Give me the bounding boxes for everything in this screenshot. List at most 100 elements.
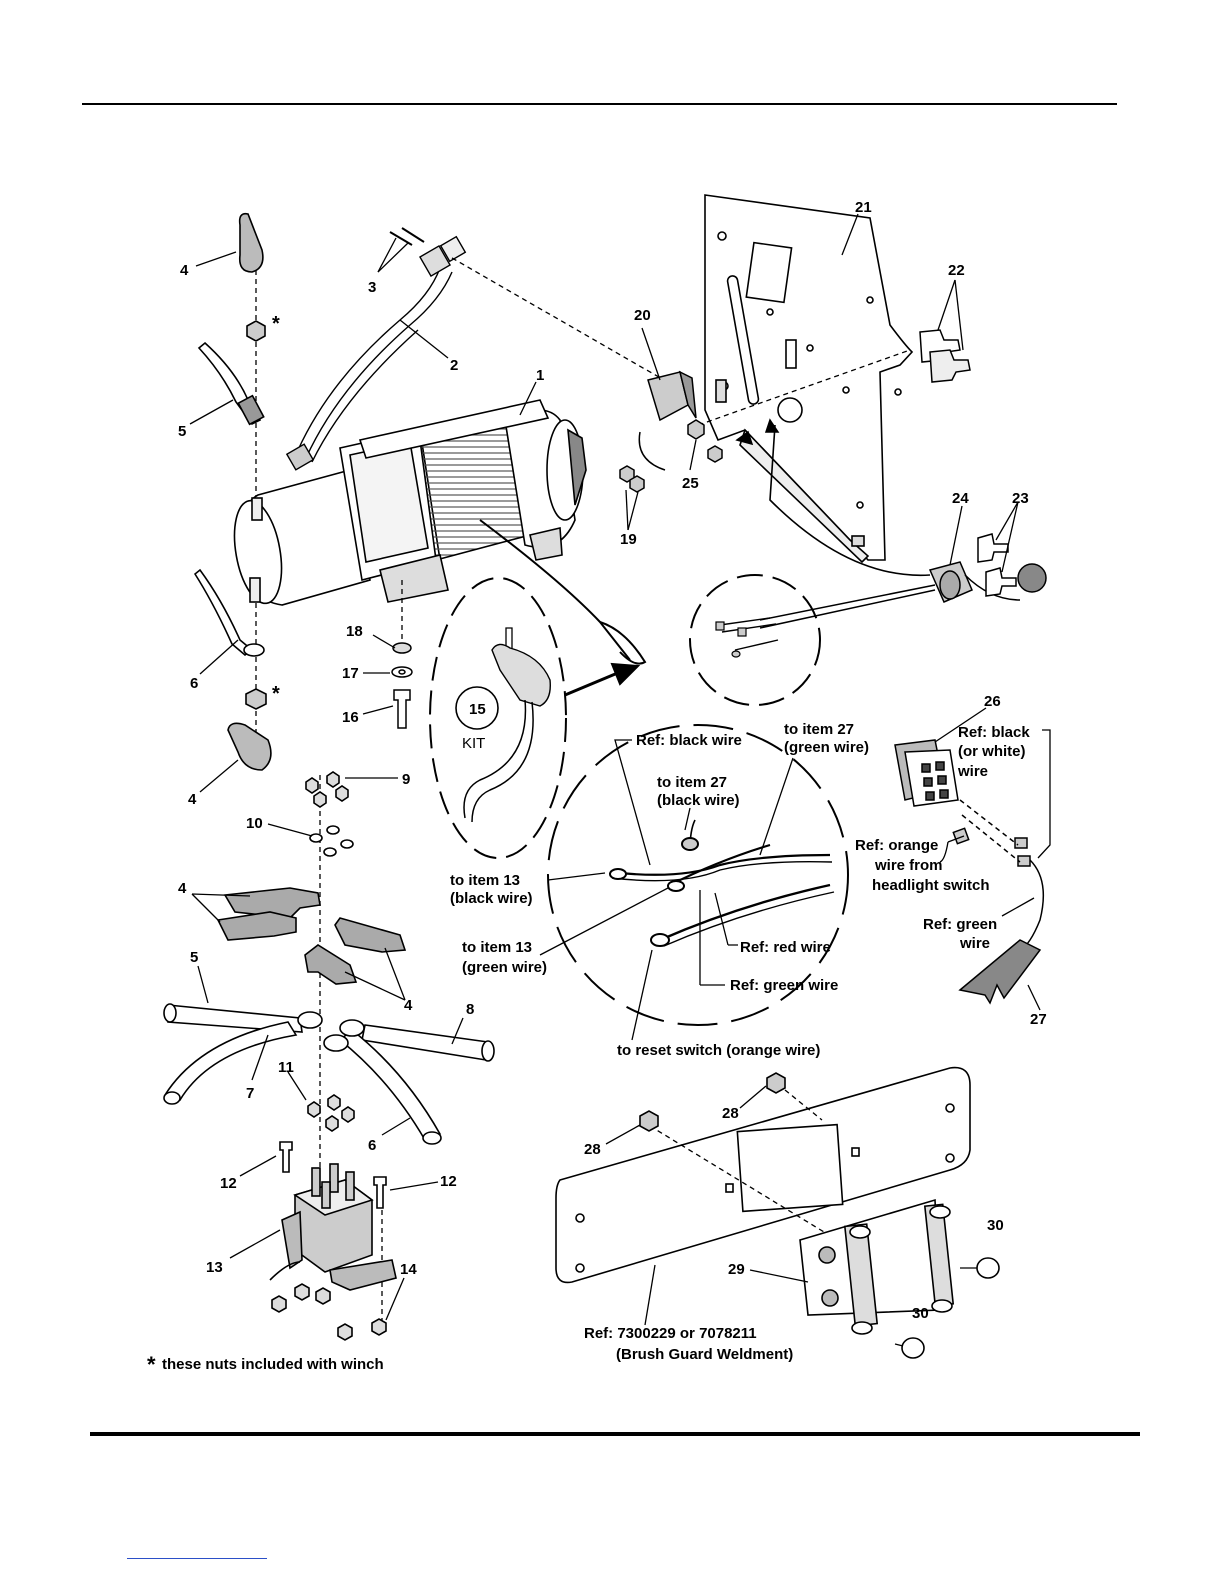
label-ref-green-right-1: Ref: green: [923, 916, 997, 933]
callout-27: 27: [1030, 1011, 1047, 1028]
callout-1: 1: [536, 367, 544, 384]
label-ref-orange-2: wire from: [874, 857, 943, 874]
bracket-20: [619, 370, 754, 493]
nut-group-11: [307, 1094, 355, 1132]
cable-7: [163, 1021, 298, 1101]
callout-25: 25: [682, 475, 699, 492]
nut-top: [246, 320, 266, 342]
callout-11: 11: [278, 1059, 294, 1076]
ring-terminals: [297, 1011, 365, 1052]
callout-22: 22: [948, 262, 965, 279]
cable-6-lower: [338, 1028, 442, 1141]
callout-28: 28: [722, 1105, 739, 1122]
callout-12: 12: [440, 1173, 457, 1190]
bolts-22: [919, 329, 971, 383]
bolt-12-left: [279, 1141, 293, 1173]
callout-19: 19: [620, 531, 637, 548]
label-ref-black-white-3: wire: [957, 763, 988, 780]
mounting-plate-21: [689, 194, 914, 564]
label-ref-orange-3: headlight switch: [872, 877, 990, 894]
footnote-star: *: [147, 1352, 156, 1377]
callout-7: 7: [246, 1085, 254, 1102]
top-rule: [82, 103, 1117, 105]
callout-5: 5: [190, 949, 198, 966]
label-to-item13-black-1: to item 13: [450, 872, 520, 889]
callout-15: 15: [469, 701, 486, 718]
wiring-harness-2: [285, 227, 691, 471]
wire-labels: Ref: black wire to item 27 (green wire) …: [147, 721, 1030, 1377]
label-ref-weldment-2: (Brush Guard Weldment): [616, 1346, 793, 1363]
callout-30: 30: [912, 1305, 929, 1322]
callout-24: 24: [952, 490, 969, 507]
callout-30: 30: [987, 1217, 1004, 1234]
label-to-item13-green-1: to item 13: [462, 939, 532, 956]
callout-23: 23: [1012, 490, 1029, 507]
callout-21: 21: [855, 199, 872, 216]
brush-guard-weldment: [555, 1066, 1000, 1359]
wire-detail-circle-main: [539, 724, 849, 1041]
winch-rope: [479, 519, 631, 661]
solenoid-13: [269, 1163, 397, 1291]
callout-6: 6: [368, 1137, 376, 1154]
label-ref-weldment-1: Ref: 7300229 or 7078211: [584, 1325, 757, 1342]
callout-16: 16: [342, 709, 359, 726]
kit-detail-15: [429, 577, 641, 859]
label-to-item13-black-2: (black wire): [450, 890, 533, 907]
winch-1: [233, 399, 647, 665]
callout-numbers: 4 * 3 2 1 5 6 * 4 18 17 16 15 KIT 9 10 4…: [178, 199, 1047, 1322]
bolt-12-right: [373, 1176, 387, 1209]
kit-label: KIT: [462, 735, 485, 752]
callout-26: 26: [984, 693, 1001, 710]
hardware-16-17-18: [391, 642, 413, 729]
label-to-item27-black-1: to item 27: [657, 774, 727, 791]
footnote-text: these nuts included with winch: [162, 1356, 384, 1373]
terminal-boot-top: [238, 212, 264, 273]
label-ref-black-wire: Ref: black wire: [636, 732, 742, 749]
label-ref-red-wire: Ref: red wire: [740, 939, 831, 956]
rocker-switch-26: [894, 729, 1051, 1011]
callout-4: 4: [188, 791, 197, 808]
label-ref-black-white-1: Ref: black: [958, 724, 1030, 741]
callout-18: 18: [346, 623, 363, 640]
bottom-rule: [90, 1432, 1140, 1436]
washer-group-10: [309, 825, 354, 857]
label-to-item27-black-2: (black wire): [657, 792, 740, 809]
label-to-reset-switch: to reset switch (orange wire): [617, 1042, 820, 1059]
label-ref-orange-1: Ref: orange: [855, 837, 938, 854]
terminal-boot-lower: [227, 722, 272, 771]
footer-link-underline: [127, 1558, 267, 1559]
nut-lower: [245, 688, 267, 710]
callout-8: 8: [466, 1001, 474, 1018]
callout-5: 5: [178, 423, 186, 440]
callout-14: 14: [400, 1261, 417, 1278]
callout-17: 17: [342, 665, 359, 682]
reset-switch-24: [759, 418, 1047, 629]
label-to-item27-green-2: (green wire): [784, 739, 869, 756]
label-to-item13-green-2: (green wire): [462, 959, 547, 976]
callout-leaders: [189, 213, 1019, 1326]
terminal-boots-group: [216, 887, 407, 985]
callout-2: 2: [450, 357, 458, 374]
callout-20: 20: [634, 307, 651, 324]
callout-10: 10: [246, 815, 263, 832]
left-assembly-column: [163, 212, 495, 1341]
callout-4: 4: [404, 997, 413, 1014]
wire-detail-circle-top: [689, 574, 821, 706]
cable-6-upper: [193, 568, 254, 657]
label-ref-green-right-2: wire: [959, 935, 990, 952]
nut-group-9: [305, 771, 349, 808]
callout-28: 28: [584, 1141, 601, 1158]
callout-4: 4: [180, 262, 189, 279]
callout-6: 6: [190, 675, 198, 692]
callout-star: *: [272, 313, 280, 335]
callout-12: 12: [220, 1175, 237, 1192]
callout-9: 9: [402, 771, 410, 788]
label-ref-green-wire: Ref: green wire: [730, 977, 838, 994]
nut-group-14: [271, 1283, 387, 1341]
callout-4: 4: [178, 880, 187, 897]
label-to-item27-green-1: to item 27: [784, 721, 854, 738]
callout-29: 29: [728, 1261, 745, 1278]
callout-star: *: [272, 683, 280, 705]
